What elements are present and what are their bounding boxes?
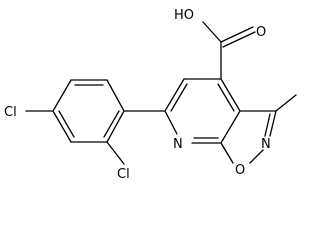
- atom-label-chlorine-para: Cl: [4, 105, 17, 120]
- bond-isox-3: [269, 110, 277, 137]
- bond-isox-3-inner: [264, 113, 271, 137]
- bond-phenyl-6: [106, 110, 125, 143]
- bond-phenyl-4: [52, 110, 72, 143]
- dichlorophenyl-ring: [52, 79, 125, 143]
- carboxylic-acid-group: [202, 21, 256, 80]
- pyridine-ring: [164, 78, 241, 144]
- bond-pyr-1-inner: [170, 83, 188, 112]
- bond-methyl: [275, 94, 297, 112]
- bond-pyr-6: [164, 110, 178, 135]
- bond-pyr-3-inner: [217, 83, 235, 112]
- bond-isox-2: [249, 149, 264, 164]
- bond-pyr-1: [164, 78, 185, 112]
- structure-canvas: HO O N O N Cl Cl: [4, 8, 297, 182]
- bond-phenyl-4-inner: [58, 110, 75, 138]
- atom-label-chlorine-ortho: Cl: [117, 167, 130, 182]
- bond-isox-1: [220, 142, 234, 164]
- bond-c-o-double-2: [222, 31, 256, 48]
- atom-label-isoxazole-oxygen: O: [235, 163, 245, 178]
- bond-pyr-4: [220, 110, 241, 144]
- bond-phenyl-3: [52, 79, 72, 112]
- isoxazole-ring: [220, 110, 277, 164]
- bond-c-o-double-1: [220, 26, 254, 43]
- chemical-structure-drawing: HO O N O N Cl Cl: [4, 8, 297, 182]
- atom-label-isoxazole-nitrogen: N: [261, 137, 271, 152]
- atom-label-hydroxyl: HO: [174, 8, 194, 23]
- bond-phenyl-1: [106, 79, 125, 112]
- atom-label-carbonyl-oxygen: O: [256, 25, 266, 40]
- bond-pyr-3: [220, 78, 241, 112]
- bond-c-oh: [202, 21, 222, 43]
- bond-c-cl-ortho: [106, 141, 125, 165]
- bond-phenyl-6-inner: [103, 110, 120, 138]
- atom-label-pyridine-nitrogen: N: [173, 137, 183, 152]
